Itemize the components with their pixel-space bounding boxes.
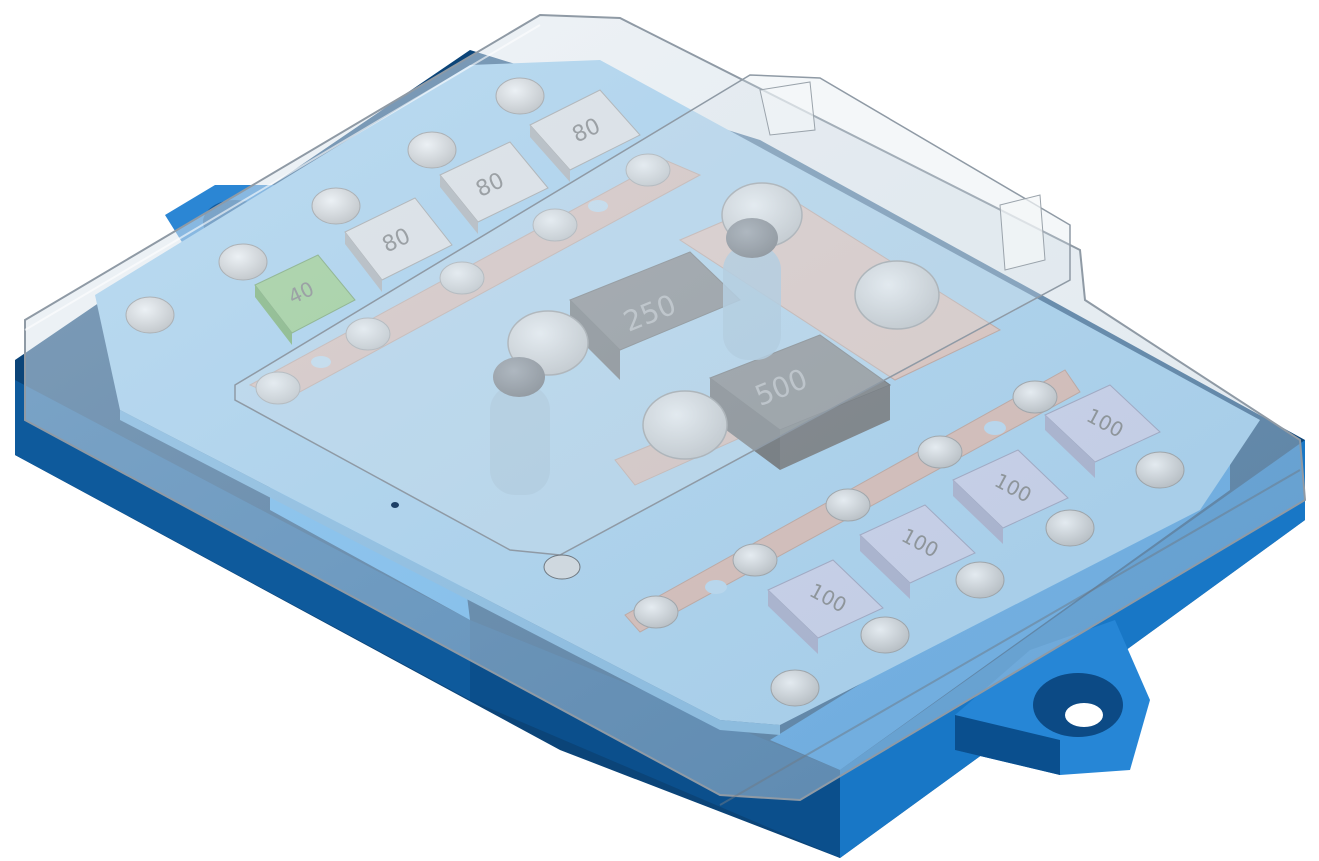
cover-screw-hole-icon — [543, 554, 581, 580]
cover-pin-icon — [391, 502, 399, 508]
transparent-cover — [24, 13, 1307, 806]
